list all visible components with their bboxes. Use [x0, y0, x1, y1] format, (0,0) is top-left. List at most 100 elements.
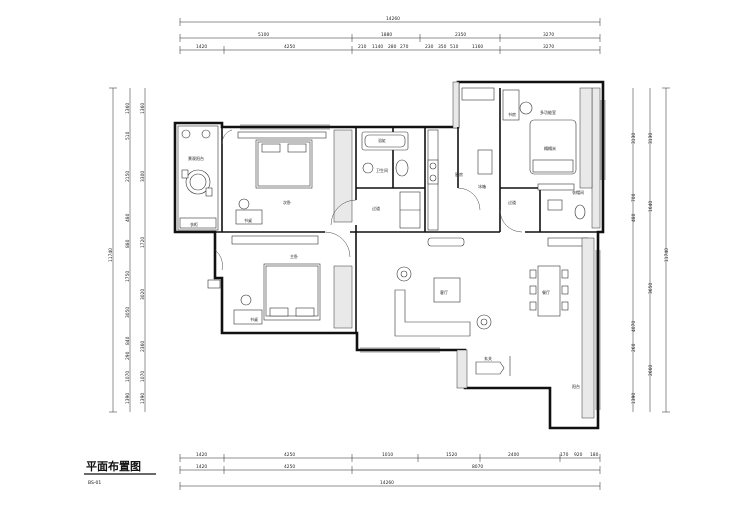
double-bed-icon: [529, 119, 577, 175]
dimension-right: 11740 3130 1640 3650 2660 3130 700 480 4…: [631, 87, 670, 413]
door-arc: [499, 209, 523, 233]
dim-top-row3-8: 510: [450, 44, 459, 50]
window-seat-icon: [207, 279, 221, 289]
wardrobe-icon: [333, 265, 353, 329]
toilet-icon: [574, 204, 586, 220]
exterior-walls: [173, 80, 605, 430]
door-arc: [324, 231, 351, 258]
dimension-left: 11740 1360 510 2150 480 880 1750 3050 84…: [108, 87, 146, 413]
dim-top-row3-6: 230: [425, 44, 434, 50]
bathroom: 浴缸 卫生间 过道: [361, 131, 421, 229]
chair-icon: [529, 301, 537, 311]
windows: [240, 100, 606, 410]
svg-text:1390: 1390: [125, 393, 131, 404]
kitchen: 厨房 冰箱: [427, 87, 495, 231]
svg-text:700: 700: [631, 193, 637, 202]
room-label-desk2: 书桌: [250, 316, 258, 322]
svg-text:2150: 2150: [125, 171, 131, 182]
shoe-bench-icon: [475, 361, 505, 375]
sofa-icon: [394, 289, 471, 337]
tv-cabinet-icon: [427, 237, 465, 247]
dim-top-row2-0: 5100: [258, 32, 269, 38]
svg-text:1070: 1070: [125, 371, 131, 382]
room-label-master: 多功能室: [540, 109, 556, 115]
dim-top-row3-5: 270: [400, 44, 409, 50]
room-label-desk1: 书桌: [244, 217, 252, 223]
interior-walls: [175, 88, 598, 333]
svg-text:3050: 3050: [125, 307, 131, 318]
svg-text:1640: 1640: [648, 201, 654, 212]
dim-bottom-row1-3: 1520: [446, 452, 457, 458]
dim-bottom-overall: 14260: [380, 480, 394, 486]
dim-bottom-row1-6: 920: [574, 452, 583, 458]
dimension-bottom: 1420 4250 1010 1520 2400 170 920 180 142…: [179, 452, 601, 490]
chair-icon: [529, 285, 537, 295]
cabinet-icon: [461, 87, 495, 101]
svg-text:880: 880: [125, 239, 131, 248]
dim-left-outer: 11740: [108, 248, 114, 262]
dim-right-outer: 11740: [664, 248, 670, 262]
svg-text:2660: 2660: [648, 365, 654, 376]
chair-icon: [205, 187, 213, 197]
wall-column: [591, 87, 601, 229]
svg-text:260: 260: [631, 343, 637, 352]
chair-icon: [519, 101, 533, 115]
dining-area: 餐厅: [529, 237, 595, 419]
svg-text:2360: 2360: [140, 341, 146, 352]
dim-top-row3-7: 350: [438, 44, 447, 50]
svg-text:1360: 1360: [140, 103, 146, 114]
round-table-icon: [185, 169, 211, 195]
dim-bottom-row1-1: 4250: [284, 452, 295, 458]
tv-cabinet-icon: [537, 183, 575, 191]
svg-text:480: 480: [125, 213, 131, 222]
svg-text:480: 480: [631, 213, 637, 222]
entrance: 玄关 阳台: [475, 355, 580, 389]
bedroom-2: 主卧 书桌: [207, 235, 353, 329]
dim-top-row3-1: 4250: [284, 44, 295, 50]
armchair-icon: [476, 314, 492, 330]
dresser-icon: [502, 89, 520, 121]
wardrobe-icon: [333, 129, 353, 223]
desk-icon: [235, 209, 263, 225]
room-label-balcony: 景观阳台: [188, 155, 204, 161]
dim-bottom-row1-5: 170: [560, 452, 569, 458]
room-label-storage: 衣柜: [190, 221, 198, 227]
dim-top-row2-1: 1880: [381, 32, 392, 38]
svg-text:3020: 3020: [140, 289, 146, 300]
chair-icon: [561, 269, 569, 279]
dimension-top: 14260 5100 1880 2350 3270 1420 4250 210 …: [179, 16, 601, 54]
dining-table-icon: [537, 265, 561, 317]
room-label-bedroom2: 主卧: [290, 253, 298, 259]
svg-text:3130: 3130: [631, 133, 637, 144]
svg-text:3300: 3300: [140, 171, 146, 182]
fridge-icon: [477, 149, 493, 175]
washer-icon: [181, 129, 191, 139]
toilet-icon: [395, 159, 409, 177]
dim-top-row3-3: 1140: [372, 44, 383, 50]
dim-bottom-row1-4: 2400: [508, 452, 519, 458]
balcony-small: 景观阳台 衣柜: [177, 125, 219, 231]
svg-text:290: 290: [125, 351, 131, 360]
door-arc: [214, 249, 223, 271]
dim-bottom-row2-2: 8070: [472, 464, 483, 470]
doors: [214, 129, 523, 271]
chair-icon: [181, 169, 189, 179]
svg-text:1390: 1390: [140, 393, 146, 404]
wardrobe-icon: [579, 87, 593, 189]
master-suite: 书房 多功能室 榻榻米 衣帽间 过道: [502, 87, 593, 220]
room-label-dining: 餐厅: [542, 289, 550, 295]
coffee-table-icon: [433, 277, 461, 303]
dim-top-row2-2: 2350: [455, 32, 466, 38]
svg-text:1070: 1070: [140, 371, 146, 382]
room-label-fridge: 冰箱: [478, 183, 486, 189]
sink-icon: [547, 199, 563, 211]
room-label-wc: 卫生间: [376, 167, 388, 173]
dim-top-overall: 14260: [386, 16, 400, 22]
chair-icon: [561, 285, 569, 295]
svg-text:840: 840: [125, 336, 131, 345]
room-label-entrance: 玄关: [484, 355, 492, 361]
svg-text:1360: 1360: [125, 103, 131, 114]
armchair-icon: [396, 266, 412, 282]
room-label-kitchen: 厨房: [455, 171, 463, 177]
dim-right-inner2: 3130 700 480 4070 260 1390: [631, 133, 637, 404]
